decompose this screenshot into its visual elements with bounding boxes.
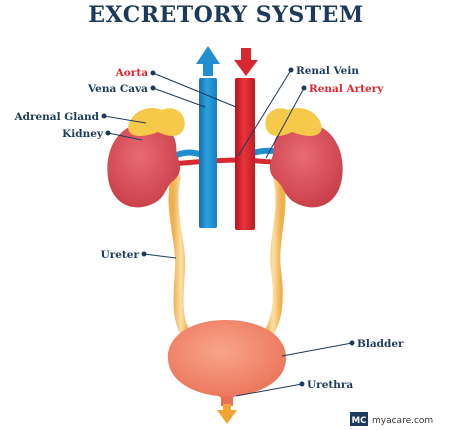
left-adrenal-gland (128, 108, 185, 136)
label-renal-vein: Renal Vein (296, 65, 359, 77)
bladder-organ (168, 320, 286, 398)
label-aorta: Aorta (115, 67, 149, 79)
label-adrenal-gland: Adrenal Gland (13, 111, 99, 123)
label-kidney: Kidney (62, 128, 104, 140)
upward-flow-arrow-icon (196, 46, 220, 76)
right-adrenal-gland (265, 108, 322, 136)
downward-flow-arrow-icon (234, 48, 258, 76)
brand-logo-text: MC (352, 416, 367, 426)
brand-site: myacare.com (372, 416, 433, 426)
brand-logo: MC (350, 412, 368, 426)
aorta-vessel (235, 78, 255, 230)
label-renal-artery: Renal Artery (309, 83, 384, 95)
label-vena-cava: Vena Cava (87, 83, 148, 95)
urine-outflow-arrow-icon (217, 404, 237, 424)
vena-cava-vessel (199, 78, 217, 228)
label-ureter: Ureter (101, 249, 140, 261)
right-ureter (266, 178, 281, 338)
label-bladder: Bladder (357, 338, 404, 350)
label-urethra: Urethra (307, 379, 353, 391)
